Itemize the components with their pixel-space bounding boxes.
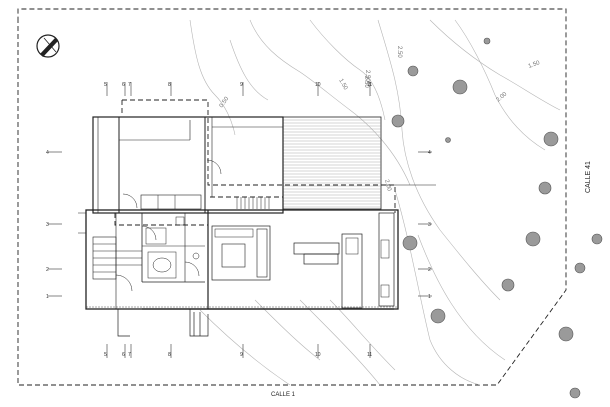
axis-label-top: 10	[315, 82, 321, 88]
trees	[391, 37, 603, 399]
axis-label-left: 2	[46, 267, 49, 273]
axis-label-bottom: 10	[315, 352, 321, 358]
axis-label-top: 9	[240, 82, 243, 88]
entry-stair	[78, 212, 142, 280]
tree-icon	[543, 131, 559, 147]
contour-label: 2.50	[363, 76, 369, 88]
axis-label-bottom: 8	[168, 352, 171, 358]
contour-label: 1.50	[337, 78, 348, 92]
tree-icon	[569, 387, 581, 399]
contour-label: 2.00	[495, 91, 508, 104]
tree-icon	[452, 79, 468, 95]
axis-label-bottom: 11	[367, 352, 372, 358]
axis-label-bottom: 5	[104, 352, 107, 358]
contour-label: 2.50	[364, 70, 370, 82]
tree-icon	[525, 231, 541, 247]
contour-labels: 2.50 1.50 2.00 2.50 1.50 2.00 0.50 2.50	[219, 46, 542, 192]
tree-icon	[483, 37, 491, 45]
tree-icon	[445, 137, 451, 143]
site-boundary	[17, 8, 567, 386]
tree-icon	[430, 308, 446, 324]
axis-label-top: 8	[168, 82, 171, 88]
north-arrow-icon	[36, 34, 60, 58]
tree-icon	[391, 114, 405, 128]
tree-icon	[407, 65, 419, 77]
axis-label-top: 11	[367, 82, 372, 88]
tree-icon	[591, 233, 603, 245]
axis-label-right: 4	[428, 150, 431, 156]
axis-label-right: 2	[428, 267, 431, 273]
axis-label-top: 7	[128, 82, 131, 88]
main-floor	[85, 209, 399, 310]
upper-volume	[92, 116, 284, 214]
tree-icon	[558, 326, 574, 342]
contour-label: 2.00	[383, 179, 392, 192]
contour-label: 1.50	[528, 60, 542, 70]
axis-marks	[48, 82, 432, 358]
tree-icon	[402, 235, 418, 251]
lower-projections	[117, 309, 209, 337]
axis-labels: 5 6 7 8 9 10 11 5 6 7 8 9 10 11 4 3 2 1 …	[46, 82, 431, 358]
tree-icon	[501, 278, 515, 292]
tree-icon	[574, 262, 586, 274]
axis-label-right: 3	[428, 222, 431, 228]
tree-icon	[538, 181, 552, 195]
street-label-bottom: CALLE 1	[271, 392, 296, 398]
axis-label-left: 4	[46, 150, 49, 156]
axis-label-top: 5	[104, 82, 107, 88]
contour-label: 2.50	[396, 46, 402, 58]
axis-label-bottom: 6	[122, 352, 125, 358]
street-label-right: CALLE 41	[585, 161, 592, 193]
axis-label-top: 6	[122, 82, 125, 88]
axis-label-bottom: 9	[240, 352, 243, 358]
upper-floor-outline	[114, 99, 396, 226]
axis-label-left: 3	[46, 222, 49, 228]
axis-label-left: 1	[46, 294, 49, 300]
contour-lines	[189, 19, 561, 386]
contour-label: 0.50	[219, 96, 231, 110]
axis-label-bottom: 7	[128, 352, 131, 358]
axis-label-right: 1	[428, 294, 431, 300]
deck	[282, 116, 436, 210]
